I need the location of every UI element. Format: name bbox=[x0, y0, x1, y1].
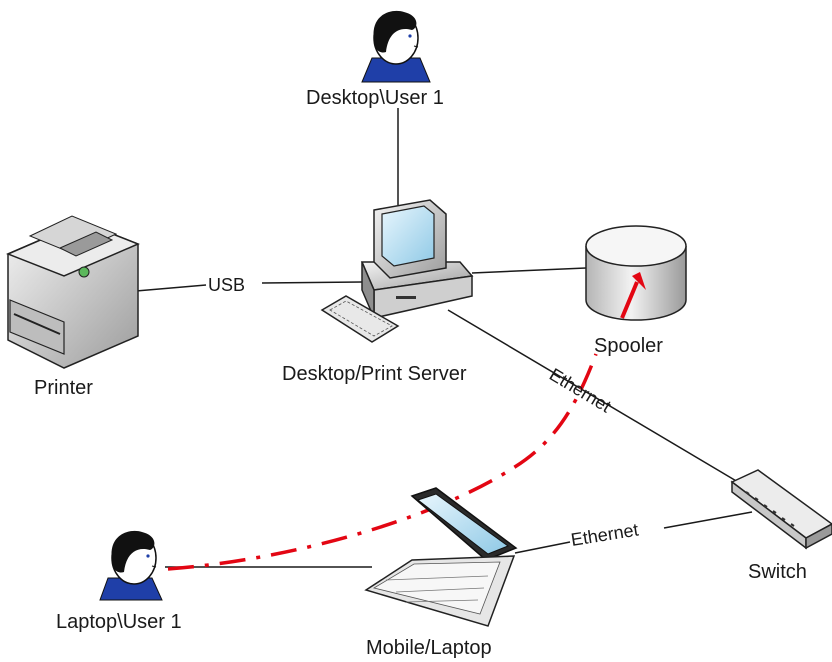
printer-label: Printer bbox=[34, 377, 93, 399]
print-server-computer bbox=[320, 199, 474, 343]
laptop-user-label: Laptop\User 1 bbox=[56, 611, 182, 633]
ethernet-server-switch-label: Ethernet bbox=[546, 364, 615, 416]
line-server-to-switch bbox=[447, 309, 739, 483]
ethernet-laptop-switch-label: Ethernet bbox=[569, 520, 639, 550]
line-laptop-to-switch bbox=[514, 541, 571, 554]
laptop-device bbox=[364, 487, 518, 627]
print-job-path bbox=[167, 353, 598, 571]
spooler-red-arrow bbox=[620, 281, 639, 319]
spooler-label: Spooler bbox=[594, 335, 663, 357]
desktop-user-label: Desktop\User 1 bbox=[306, 87, 444, 109]
desktop-user-avatar bbox=[361, 10, 431, 83]
connections bbox=[135, 108, 753, 568]
print-server-label: Desktop/Print Server bbox=[282, 363, 467, 385]
line-usb-to-server bbox=[261, 281, 363, 284]
switch-device bbox=[730, 469, 832, 550]
spooler-cylinder bbox=[585, 225, 687, 321]
laptop-label: Mobile/Laptop bbox=[366, 637, 492, 659]
line-printer-to-usb bbox=[135, 284, 207, 292]
laptop-user-avatar bbox=[99, 530, 163, 601]
printer-device bbox=[6, 215, 140, 369]
line-server-to-spooler bbox=[471, 267, 587, 274]
line-ethernet-to-switch bbox=[663, 511, 753, 529]
usb-edge-label: USB bbox=[208, 275, 245, 295]
switch-label: Switch bbox=[748, 561, 807, 583]
